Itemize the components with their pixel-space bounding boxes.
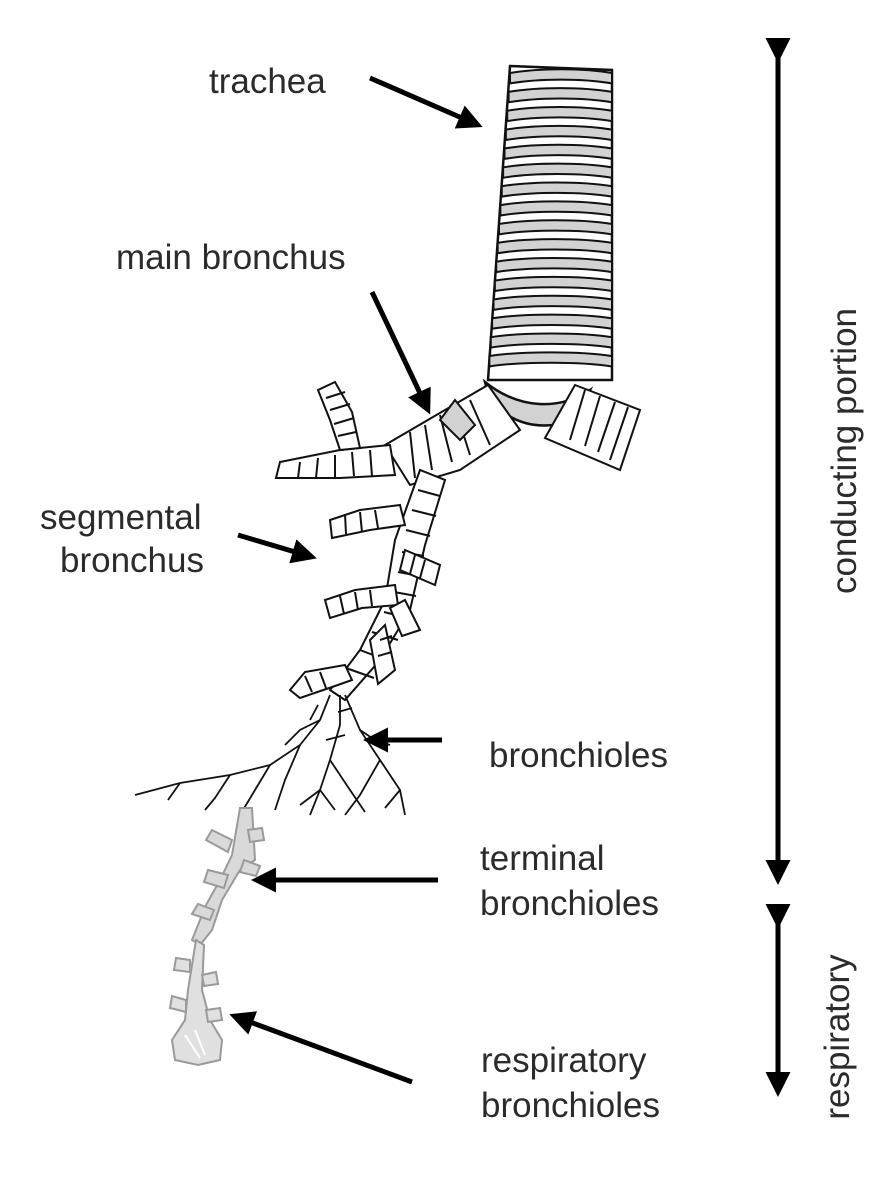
trachea-ring <box>499 200 613 217</box>
trachea-ring <box>495 257 613 274</box>
main-bronchus-label: main bronchus <box>116 238 346 277</box>
segmental-bronchus-arrow <box>237 532 317 564</box>
terminal-bronchioles-shape <box>190 807 266 947</box>
trachea-ring <box>489 332 613 349</box>
trachea-ring <box>502 162 613 179</box>
trachea-ring <box>491 313 613 330</box>
trachea-ring <box>506 106 613 123</box>
left-main-bronchus <box>383 383 522 487</box>
trachea-ring <box>500 181 613 198</box>
terminal-bronchioles-label-line2: bronchioles <box>480 884 659 923</box>
bronchial-tree <box>274 380 447 702</box>
segmental-bronchus-label-line1: segmental <box>40 498 202 537</box>
trachea-ring <box>507 87 613 104</box>
main-bronchus-arrow <box>369 290 431 415</box>
respiratory-portion-label: respiratory <box>818 954 857 1120</box>
trachea-ring <box>509 68 613 85</box>
trachea-ring <box>493 275 613 293</box>
respiratory-bronchioles-label-line1: respiratory <box>481 1041 647 1080</box>
conducting-portion-label: conducting portion <box>825 307 864 595</box>
respiratory-bronchioles-label-line2: bronchioles <box>481 1086 660 1125</box>
pointer-arrows <box>229 75 483 1085</box>
trachea-label: trachea <box>209 62 326 101</box>
trachea-arrow <box>369 75 483 129</box>
bronchioles-label: bronchioles <box>489 736 668 775</box>
respiratory-bronchioles-shape <box>168 938 224 1067</box>
trachea-ring <box>498 219 613 236</box>
trachea-ring <box>496 238 613 255</box>
respiratory-bronchioles-arrow <box>229 1011 413 1085</box>
segmental-bronchus-label-line2: bronchus <box>60 541 204 580</box>
trachea-ring <box>504 124 613 142</box>
terminal-bronchioles-label-line1: terminal <box>480 839 605 878</box>
right-main-bronchus <box>543 383 642 472</box>
trachea-ring <box>488 351 613 368</box>
trachea-ring <box>503 143 613 161</box>
trachea-ring <box>492 294 613 312</box>
trachea-shape <box>482 64 614 427</box>
bronchioles-shape <box>134 694 406 816</box>
